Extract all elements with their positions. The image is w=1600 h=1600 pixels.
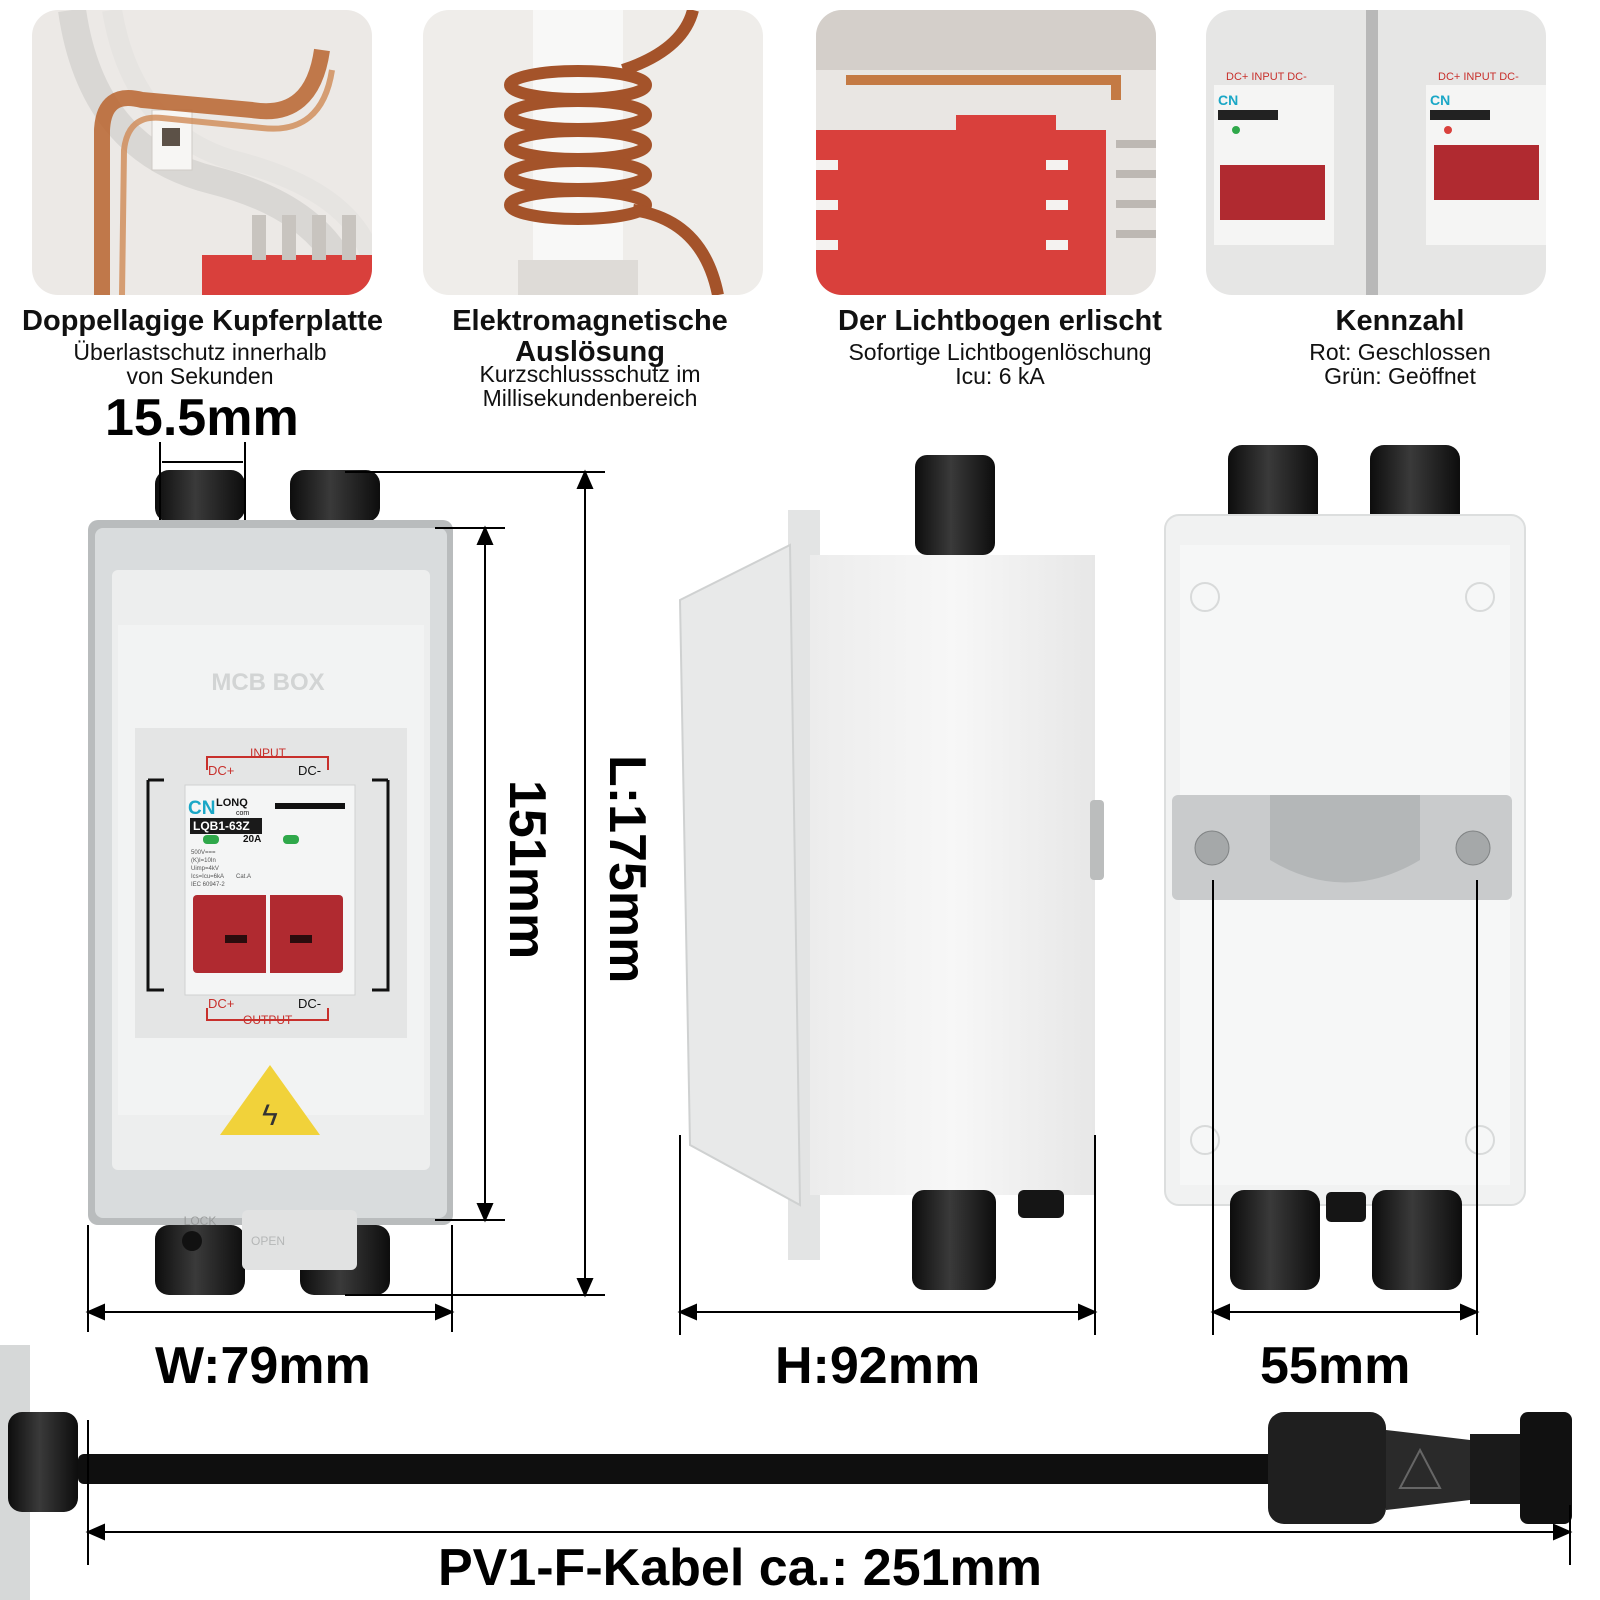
input-label: INPUT <box>250 746 287 760</box>
back-view-box <box>1164 445 1526 1290</box>
input-dc-plus: DC+ <box>208 763 234 778</box>
pv-cable <box>0 1345 1572 1600</box>
svg-text:DC+ INPUT DC-: DC+ INPUT DC- <box>1226 71 1307 83</box>
breaker-spec-3: Uimp=4kV <box>191 866 219 872</box>
feature-desc-magnetic-2: Millisekundenbereich <box>482 385 698 411</box>
width-label: W:79mm <box>155 1337 371 1395</box>
output-label: OUTPUT <box>243 1013 293 1027</box>
side-bottom-gland <box>912 1190 996 1290</box>
svg-text:CN: CN <box>1218 92 1238 108</box>
front-top-gland-left <box>155 470 245 522</box>
feature-title-arc: Der Lichtbogen erlischt <box>838 305 1162 337</box>
cable-length-label: PV1-F-Kabel ca.: 251mm <box>438 1539 1043 1597</box>
feature-title-copper: Doppellagige Kupferplatte <box>22 305 383 337</box>
brand-cn: CN <box>188 798 215 819</box>
feature-desc-copper-2: von Sekunden <box>126 363 274 389</box>
feature-desc-arc-1: Sofortige Lichtbogenlöschung <box>848 339 1152 365</box>
lock-label: LOCK <box>184 1214 217 1228</box>
lightning-icon: ϟ <box>262 1099 278 1132</box>
cable-dimension-lines <box>85 1420 1573 1565</box>
brand-com: com <box>236 810 249 817</box>
copper-plate-photo <box>32 10 372 295</box>
indicator-right <box>283 835 299 844</box>
breaker-spec-2: (K)I=10In <box>191 858 216 864</box>
mc4-connector <box>1268 1412 1386 1524</box>
output-dc-minus: DC- <box>298 996 321 1011</box>
svg-text:CN: CN <box>1430 92 1450 108</box>
gland-spacing-label: 15.5mm <box>105 389 299 447</box>
front-bottom-gland-left <box>155 1225 245 1295</box>
arc-chamber-photo <box>816 10 1156 295</box>
circuit-breaker <box>146 756 390 1021</box>
inner-height-label: 151mm <box>498 780 556 960</box>
coil-photo <box>423 10 763 295</box>
breaker-spec-1: 500V=== <box>191 850 216 856</box>
feature-desc-magnetic-1: Kurzschlussschutz im <box>479 361 701 387</box>
feature-desc-indicator-1: Rot: Geschlossen <box>1309 339 1491 365</box>
breaker-spec-4: Ics=Icu=6kA <box>191 874 224 880</box>
indicator-left <box>203 835 219 844</box>
length-label: L:175mm <box>598 755 656 984</box>
feature-title-magnetic-1: Elektromagnetische <box>452 305 728 337</box>
din-rail-clip <box>1172 795 1512 900</box>
feature-desc-indicator-2: Grün: Geöffnet <box>1324 363 1476 389</box>
brand-lonq: LONQ <box>216 797 248 809</box>
side-top-gland <box>915 455 995 555</box>
breaker-model: LQB1-63Z <box>193 819 250 833</box>
front-top-gland-right <box>290 470 380 522</box>
open-label: OPEN <box>251 1234 285 1248</box>
breaker-rating: 20A <box>243 834 261 845</box>
box-emboss-label: MCB BOX <box>211 669 324 696</box>
input-dc-minus: DC- <box>298 763 321 778</box>
output-dc-plus: DC+ <box>208 996 234 1011</box>
screw-left-icon <box>1194 830 1230 866</box>
side-dimension-lines <box>677 1135 1098 1335</box>
feature-title-magnetic-2: Auslösung <box>515 336 665 368</box>
height-label: H:92mm <box>775 1337 981 1395</box>
rail-spacing-label: 55mm <box>1260 1337 1411 1395</box>
back-bottom-gland-left <box>1230 1190 1320 1290</box>
feature-desc-copper-1: Überlastschutz innerhalb <box>73 339 327 365</box>
feature-desc-arc-2: Icu: 6 kA <box>955 363 1045 389</box>
screw-right-icon <box>1455 830 1491 866</box>
back-dimension-lines <box>1210 880 1480 1335</box>
breaker-cat: Cat.A <box>236 874 251 880</box>
indicator-photo: CN CN DC+ INPUT DC- DC+ INPUT DC- <box>1206 10 1546 295</box>
back-bottom-gland-right <box>1372 1190 1462 1290</box>
side-view-box <box>678 455 1104 1290</box>
svg-text:DC+ INPUT DC-: DC+ INPUT DC- <box>1438 71 1519 83</box>
feature-title-indicator: Kennzahl <box>1335 305 1465 337</box>
breaker-spec-5: IEC 60947-2 <box>191 882 225 888</box>
warning-triangle-icon <box>220 1065 320 1135</box>
front-dimension-lines <box>85 442 605 1332</box>
